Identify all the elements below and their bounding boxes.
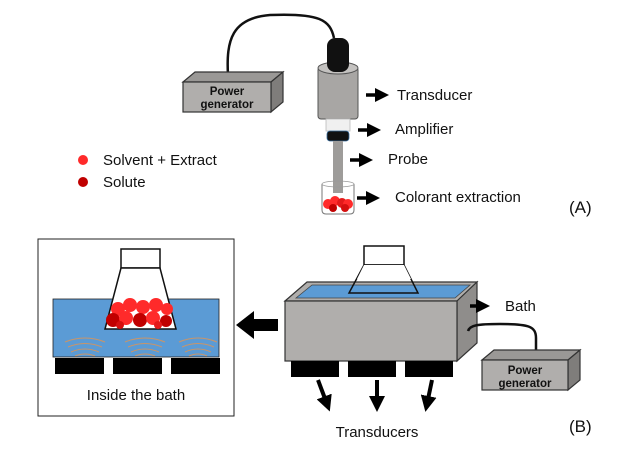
svg-text:Transducer: Transducer <box>397 87 472 104</box>
power-cable-a <box>226 13 336 76</box>
svg-text:Amplifier: Amplifier <box>395 121 453 138</box>
svg-text:Colorant extraction: Colorant extraction <box>395 189 521 206</box>
svg-text:Probe: Probe <box>388 151 428 168</box>
legend-item-solvent-extract: Solvent + Extract <box>78 152 218 169</box>
svg-text:Bath: Bath <box>505 298 536 315</box>
power-generator-b-line1: Power <box>508 365 543 377</box>
label-colorant-extraction: Colorant extraction <box>357 189 521 206</box>
transducers-label: Transducers <box>336 424 419 441</box>
bath-transducer-1 <box>291 361 339 377</box>
legend-swatch-solute <box>78 177 88 187</box>
inset-transducer-3 <box>171 358 220 374</box>
power-generator-a: Power generator <box>181 70 285 114</box>
ultrasonic-waves <box>64 337 218 357</box>
inset-caption: Inside the bath <box>87 387 185 404</box>
power-cable-b <box>466 322 538 352</box>
inset-transducer-2 <box>113 358 162 374</box>
label-bath: Bath <box>470 298 536 315</box>
power-generator-a-line1: Power <box>210 86 245 98</box>
power-generator-b: Power generator <box>480 348 582 392</box>
label-transducer: Transducer <box>366 87 472 104</box>
beaker-a <box>321 180 355 215</box>
legend-swatch-solvent <box>78 155 88 165</box>
panel-b-label: (B) <box>569 417 592 436</box>
svg-text:Solute: Solute <box>103 174 146 191</box>
ultrasonic-bath <box>283 245 479 377</box>
inset-particles <box>106 298 173 329</box>
panel-a-label: (A) <box>569 198 592 217</box>
panel-a: Power generator <box>78 13 592 217</box>
inset-transducer-1 <box>55 358 104 374</box>
panel-b: Inside the bath Transducers <box>37 238 592 441</box>
label-probe: Probe <box>350 151 428 168</box>
sonicator-probe <box>317 38 359 193</box>
zoom-in-arrow <box>236 311 278 339</box>
inside-bath-inset: Inside the bath <box>37 238 235 417</box>
bath-transducer-3 <box>405 361 453 377</box>
power-generator-a-line2: generator <box>200 99 254 111</box>
transducer-arrows <box>316 379 437 412</box>
bath-transducer-2 <box>348 361 396 377</box>
label-amplifier: Amplifier <box>358 121 453 138</box>
legend-item-solute: Solute <box>78 174 146 191</box>
legend: Solvent + Extract Solute <box>78 152 218 191</box>
power-generator-b-line2: generator <box>498 378 552 390</box>
svg-text:Solvent + Extract: Solvent + Extract <box>103 152 218 169</box>
